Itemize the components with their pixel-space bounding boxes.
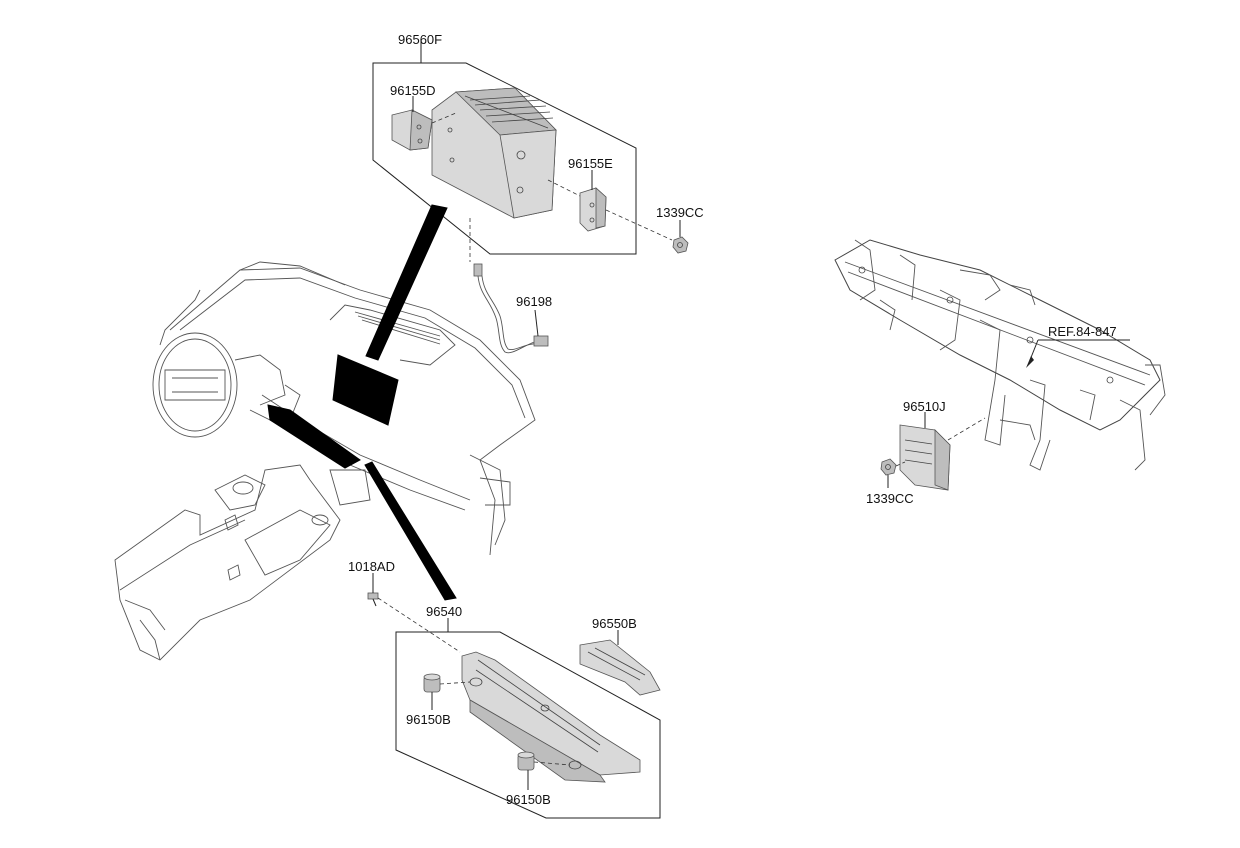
cross-bar-frame xyxy=(834,239,1166,471)
head-unit-panel xyxy=(372,40,673,262)
knob-bottom xyxy=(517,751,535,771)
label-amplifier: 96510J xyxy=(903,399,946,414)
dashboard-sketch xyxy=(114,261,536,661)
right-bracket xyxy=(579,187,607,232)
head-unit xyxy=(431,87,557,219)
label-bracket-left: 96155D xyxy=(390,83,436,98)
label-switch-assembly: 96540 xyxy=(426,604,462,619)
nut-top xyxy=(672,220,689,254)
cable xyxy=(473,263,549,354)
label-bracket-right: 96155E xyxy=(568,156,613,171)
nut-right xyxy=(880,458,906,488)
amplifier xyxy=(899,412,986,491)
screw xyxy=(367,573,461,653)
label-knob-bottom: 96150B xyxy=(506,792,551,807)
label-frame-ref: REF.84-847 xyxy=(1048,324,1117,339)
label-knob-left: 96150B xyxy=(406,712,451,727)
switch-panel xyxy=(395,618,661,819)
cover xyxy=(579,630,661,696)
label-cable: 96198 xyxy=(516,294,552,309)
center-console xyxy=(114,464,341,661)
callout-highlights xyxy=(267,204,457,601)
left-bracket xyxy=(391,109,433,151)
label-audio-assembly: 96560F xyxy=(398,32,442,47)
label-cover: 96550B xyxy=(592,616,637,631)
steering-wheel xyxy=(152,332,238,438)
knob-left xyxy=(423,673,441,693)
label-nut-top: 1339CC xyxy=(656,205,704,220)
label-nut-right: 1339CC xyxy=(866,491,914,506)
label-screw: 1018AD xyxy=(348,559,395,574)
switch-assembly xyxy=(461,651,641,783)
